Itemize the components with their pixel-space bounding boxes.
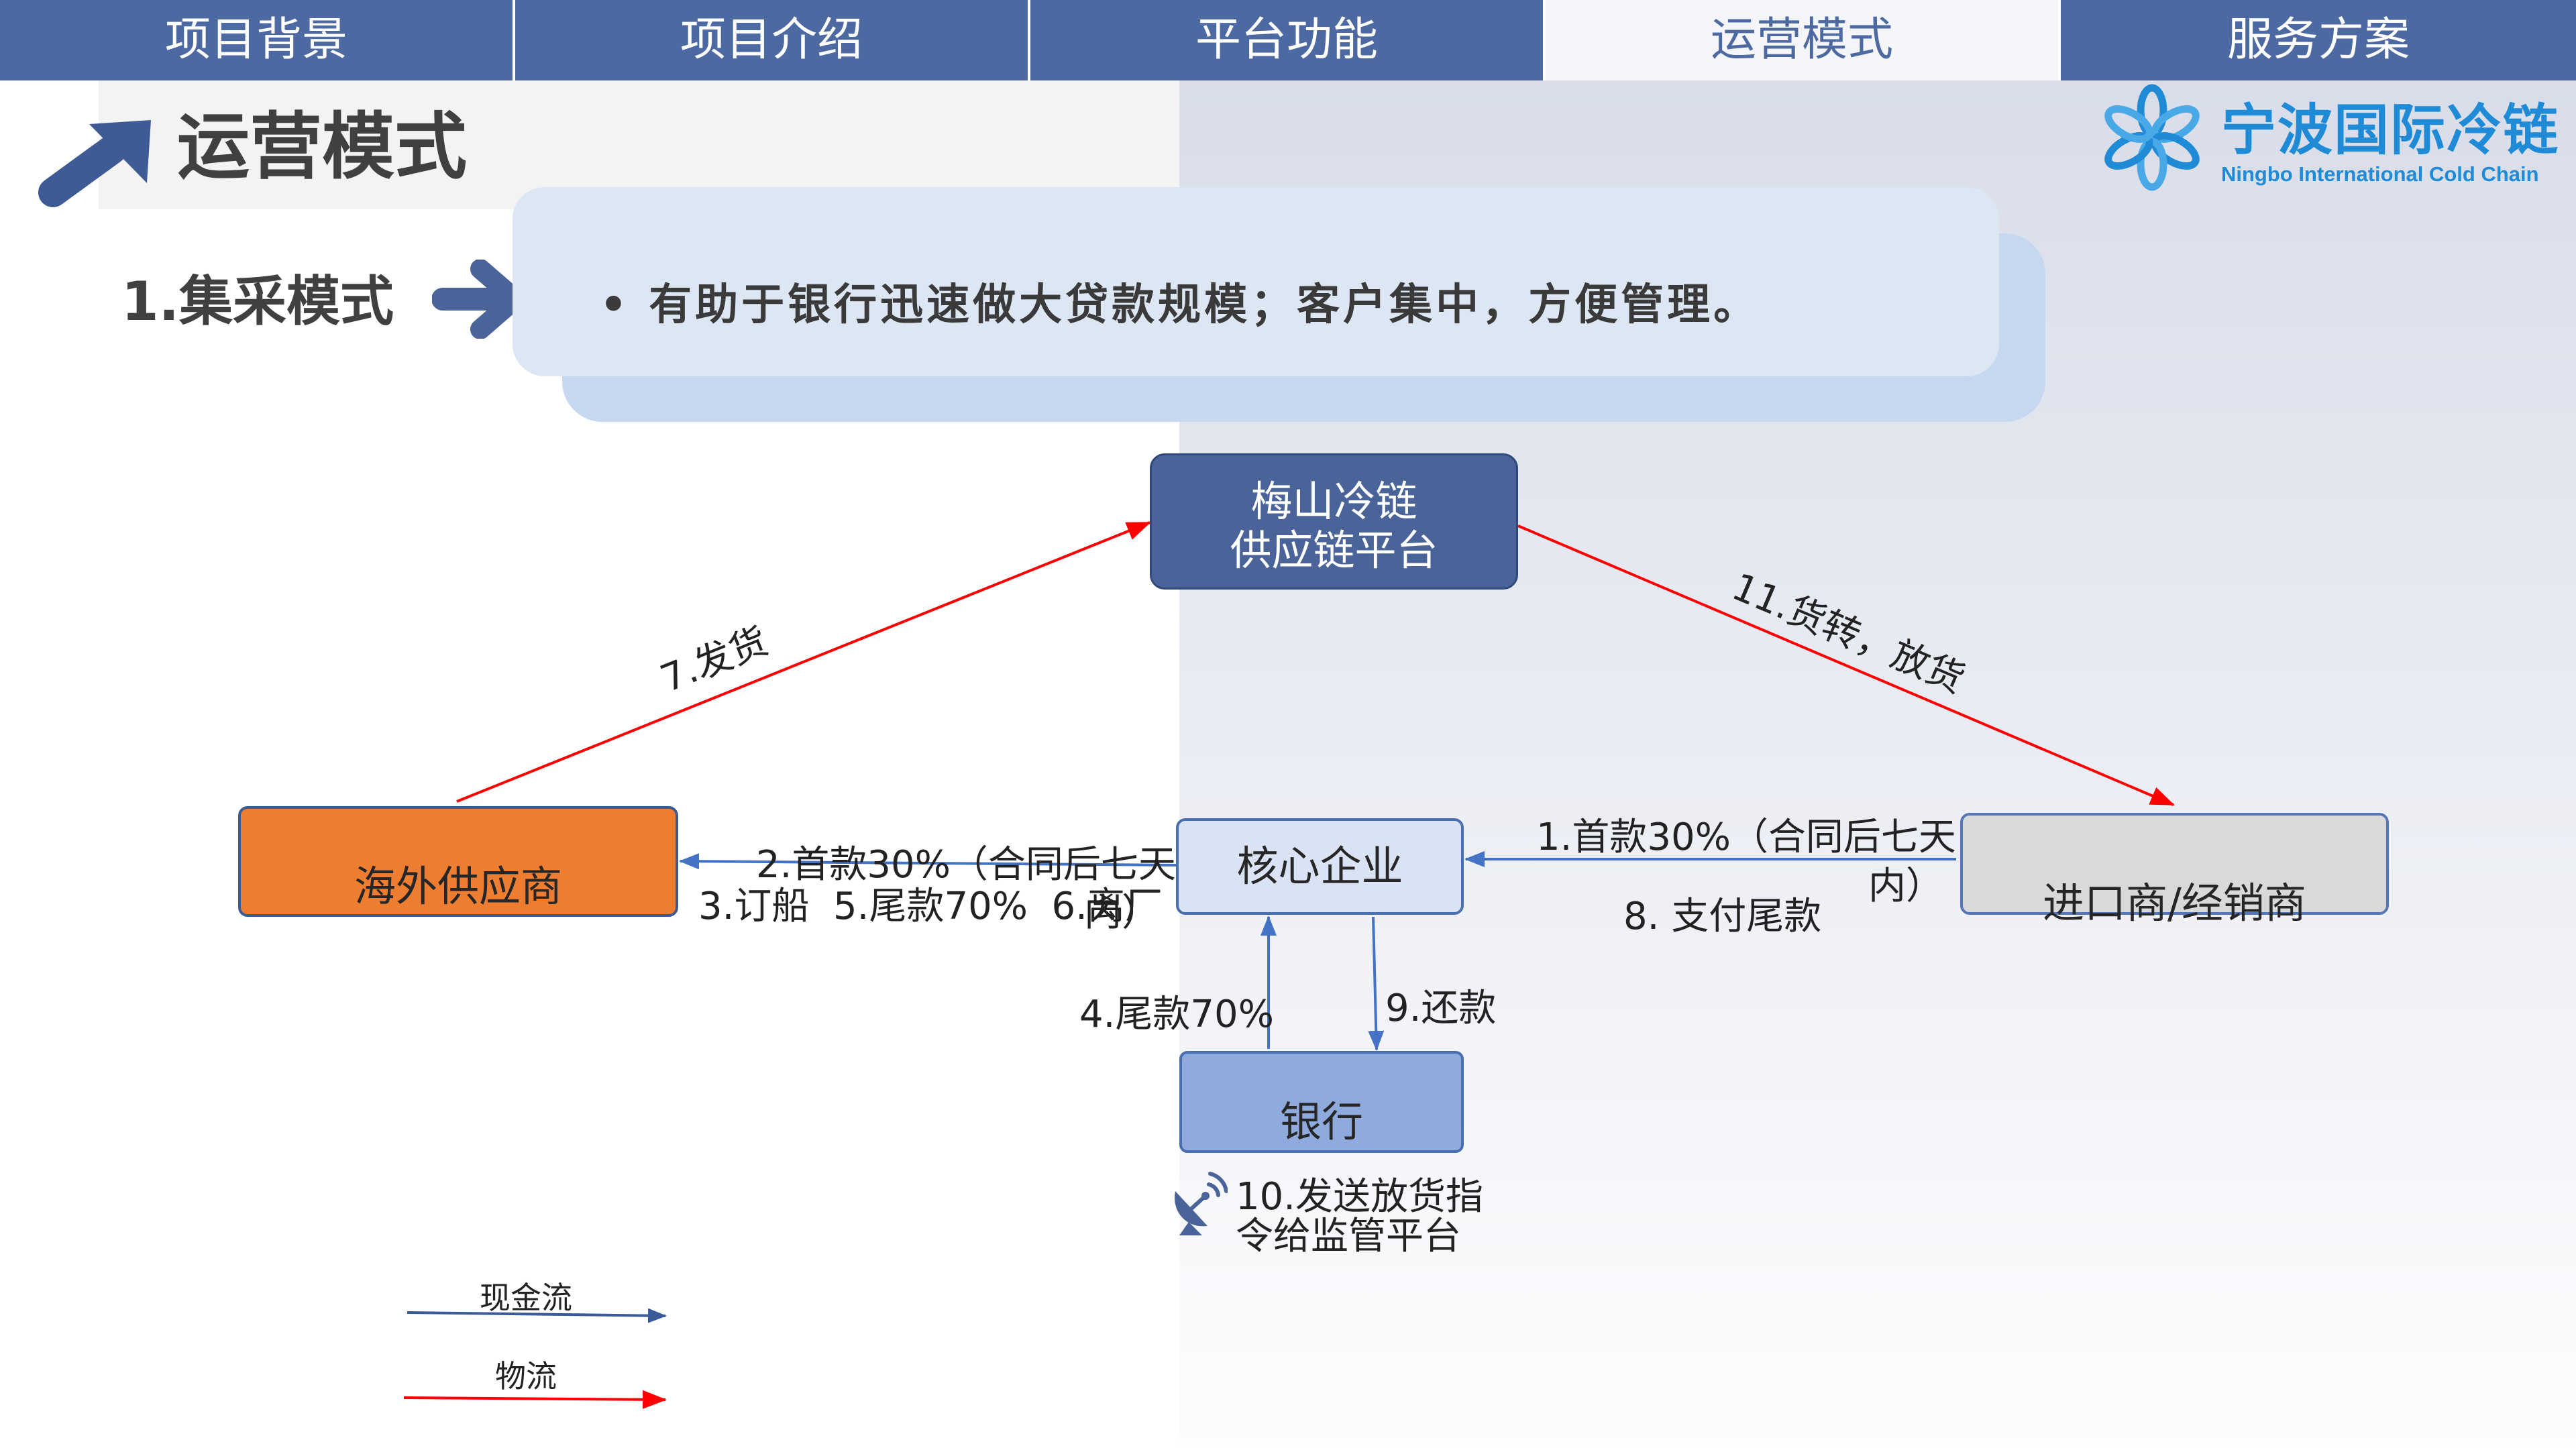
arrow-supplier-to-platform <box>456 521 1151 803</box>
legend-logistics-label: 物流 <box>495 1358 557 1394</box>
arrow-platform-to-importer <box>1517 524 2175 806</box>
edge-label-from-importer-line2: 8. 支付尾款 <box>1623 895 1822 938</box>
satellite-dish-icon <box>1175 1172 1228 1235</box>
node-supply-chain-platform: 梅山冷链 供应链平台 <box>1150 453 1518 590</box>
node-platform-line1: 梅山冷链 <box>1250 477 1417 526</box>
node-bank: 银行 <box>1179 1051 1464 1153</box>
logo-name-english: Ningbo International Cold Chain <box>2221 162 2539 186</box>
arrow-core-to-bank <box>1368 916 1385 1051</box>
arrow-up-right-icon <box>38 120 151 207</box>
section-title: 1.集采模式 <box>121 270 394 333</box>
logo-name-chinese: 宁波国际冷链 <box>2221 99 2560 162</box>
edge-label-core-to-bank: 9.还款 <box>1385 987 1497 1030</box>
edge-label-to-supplier-line1: 2.首款30%（合同后七天 <box>756 843 1176 887</box>
node-platform-line2: 供应链平台 <box>1230 526 1438 575</box>
tab-operation-mode[interactable]: 运营模式 <box>1546 0 2061 80</box>
tab-service-plan[interactable]: 服务方案 <box>2226 13 2410 66</box>
legend-cash-flow-label: 现金流 <box>480 1280 572 1316</box>
edge-label-to-supplier-line2: 3.订船 5.尾款70% 6.离厂 <box>698 885 1163 928</box>
callout-card <box>513 187 1999 376</box>
node-bank-label: 银行 <box>1279 1097 1363 1146</box>
node-overseas-supplier: 海外供应商 <box>238 806 678 917</box>
edge-label-bank-to-core: 4.尾款70% <box>1079 993 1274 1036</box>
top-tab-bar: 项目背景 项目介绍 平台功能 运营模式 服务方案 <box>0 0 2576 80</box>
legend-cash-flow-line <box>407 1308 667 1323</box>
edge-label-to-supplier-wrap: 内） <box>1084 891 1159 935</box>
node-core-label: 核心企业 <box>1236 842 1403 891</box>
node-importer-label: 进口商/经销商 <box>2043 879 2306 928</box>
callout-bullet-text: • 有助于银行迅速做大贷款规模；客户集中，方便管理。 <box>600 280 1760 330</box>
node-importer-distributor: 进口商/经销商 <box>1960 813 2389 924</box>
legend-logistics-line <box>403 1390 667 1409</box>
edge-label-from-importer-wrap: 内） <box>1868 865 1943 908</box>
tab-project-background[interactable]: 项目背景 <box>0 0 515 80</box>
tab-project-intro[interactable]: 项目介绍 <box>515 0 1030 80</box>
edge-label-bank-notice-line1: 10.发送放货指 <box>1236 1175 1484 1219</box>
node-supplier-label: 海外供应商 <box>354 862 562 911</box>
edge-label-from-importer-line1: 1.首款30%（合同后七天 <box>1536 816 1956 859</box>
snowflake-flower-icon <box>2104 84 2200 191</box>
node-core-enterprise: 核心企业 <box>1176 818 1464 915</box>
tab-platform-features[interactable]: 平台功能 <box>1030 0 1546 80</box>
page-title: 运营模式 <box>177 105 468 189</box>
arrow-core-to-supplier <box>679 853 1177 870</box>
edge-label-bank-notice-line2: 令给监管平台 <box>1236 1215 1461 1258</box>
